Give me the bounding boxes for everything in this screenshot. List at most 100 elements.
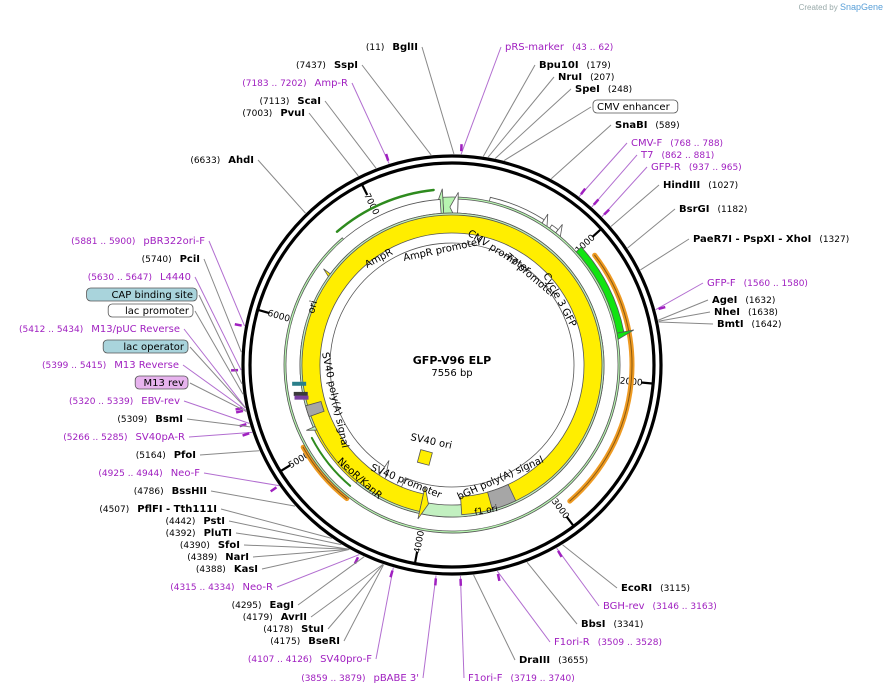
label-position: (4925 .. 4944) (98, 469, 162, 479)
site-label-M13rev-box: M13 rev (144, 378, 185, 389)
site-label-NarI: (4389)NarI (187, 552, 249, 563)
small-feature-marker (293, 391, 308, 396)
label-position: (207) (590, 73, 614, 83)
label-name: NruI (558, 72, 582, 83)
label-leader-lines (182, 46, 714, 679)
label-position: (4442) (165, 517, 195, 527)
label-name: PvuI (280, 108, 305, 119)
primer-marker (353, 556, 360, 565)
tick-mark (591, 228, 602, 238)
label-name: SV40pro-F (320, 654, 372, 665)
site-label-SV40pro-F: (4107 .. 4126)SV40pro-F (248, 654, 372, 665)
site-label-NruI: NruI (207) (558, 72, 614, 83)
leader-line (243, 544, 350, 550)
label-text: CMV enhancer (597, 102, 671, 113)
label-position: (4388) (196, 565, 226, 575)
tick-label: 4000 (413, 530, 427, 555)
label-name: PciI (180, 254, 200, 265)
label-name: GFP-F (707, 278, 736, 289)
label-position: (248) (608, 85, 632, 95)
site-label-GFP-R: GFP-R(937 .. 965) (651, 162, 742, 173)
label-position: (5309) (117, 415, 147, 425)
leader-line (421, 46, 455, 155)
label-name: PfoI (174, 450, 196, 461)
site-label-T7: T7(862 .. 881) (640, 150, 714, 161)
site-label-BsrGI: BsrGI(1182) (679, 204, 747, 215)
label-position: (4178) (263, 625, 293, 635)
label-position: (4179) (243, 613, 273, 623)
site-label-CMV-F: CMV-F(768 .. 788) (631, 138, 723, 149)
site-label-SspI: (7437)SspI (296, 60, 358, 71)
label-name: CMV-F (631, 138, 662, 149)
feature-label-ori: ori (306, 299, 320, 314)
label-position: (7183 .. 7202) (242, 79, 306, 89)
label-text: lac operator (123, 342, 184, 353)
site-label-StuI: (4178)StuI (263, 624, 324, 635)
site-label-HindIII: HindIII(1027) (663, 180, 738, 191)
leader-line (198, 294, 243, 384)
label-position: (11) (366, 43, 384, 53)
site-label-PfoI: (5164)PfoI (136, 450, 196, 461)
leader-line (186, 418, 251, 428)
site-label-NheI: NheI (1638) (714, 307, 778, 318)
label-name: pBABE 3' (373, 673, 419, 684)
label-position: (7003) (242, 109, 272, 119)
label-position: (5266 .. 5285) (63, 433, 127, 443)
primer-marker (603, 208, 610, 216)
label-position: (1560 .. 1580) (744, 279, 808, 289)
primer-marker (658, 305, 666, 311)
leader-line (460, 46, 502, 155)
leader-line (297, 556, 365, 606)
label-name: PflFI - Tth111I (137, 504, 217, 515)
label-name: T7 (640, 150, 653, 161)
leader-line (503, 106, 592, 161)
label-text: M13 rev (144, 378, 185, 389)
label-name: SV40pA-R (136, 432, 185, 443)
site-label-BGH-rev: BGH-rev(3146 .. 3163) (603, 601, 717, 612)
label-text: lac promoter (125, 306, 190, 317)
leader-line (188, 431, 253, 438)
site-label-AvrII: (4179)AvrII (243, 612, 307, 623)
label-position: (5320 .. 5339) (69, 397, 133, 407)
label-position: (5881 .. 5900) (71, 237, 135, 247)
primer-marker (579, 187, 587, 195)
site-label-EagI: (4295)EagI (232, 600, 294, 611)
small-feature-marker (292, 381, 307, 386)
label-name: GFP-R (651, 162, 681, 173)
label-position: (3509 .. 3528) (598, 638, 662, 648)
label-name: DraIII (519, 655, 550, 666)
leader-line (487, 76, 555, 158)
site-label-BbsI: BbsI(3341) (581, 619, 643, 630)
label-position: (1632) (745, 296, 775, 306)
leader-line (235, 532, 349, 550)
site-label-SpeI: SpeI(248) (575, 84, 632, 95)
label-position: (1638) (748, 308, 778, 318)
label-name: PstI (203, 516, 225, 527)
site-label-PaeR7I: PaeR7I - PspXI - XhoI(1327) (693, 234, 849, 245)
leader-line (601, 166, 648, 217)
leader-line (473, 574, 516, 661)
primer-marker (235, 409, 244, 414)
feature-label-box (86, 287, 198, 302)
bgh-polya-box (487, 483, 517, 510)
site-label-BmtI: BmtI(1642) (717, 319, 781, 330)
leader-line (556, 547, 600, 607)
leader-line (324, 100, 377, 169)
site-label-M13pUC: (5412 .. 5434)M13/pUC Reverse (19, 324, 180, 335)
label-position: (1027) (708, 181, 738, 191)
label-position: (5399 .. 5415) (42, 361, 106, 371)
site-label-KasI: (4388)KasI (196, 564, 258, 575)
leader-line (494, 88, 572, 159)
label-position: (589) (655, 121, 679, 131)
site-label-BglII: (11)BglII (366, 42, 418, 53)
site-label-AhdI: (6633)AhdI (190, 155, 254, 166)
leader-line (208, 240, 246, 327)
label-name: NheI (714, 307, 740, 318)
tick-mark (641, 381, 653, 385)
feature-label-f1-ori: f1 ori (474, 504, 499, 518)
tick-mark (361, 184, 369, 196)
label-name: EagI (270, 600, 294, 611)
label-name: pRS-marker (505, 42, 565, 53)
primer-marker (389, 570, 394, 578)
label-name: ScaI (297, 96, 321, 107)
